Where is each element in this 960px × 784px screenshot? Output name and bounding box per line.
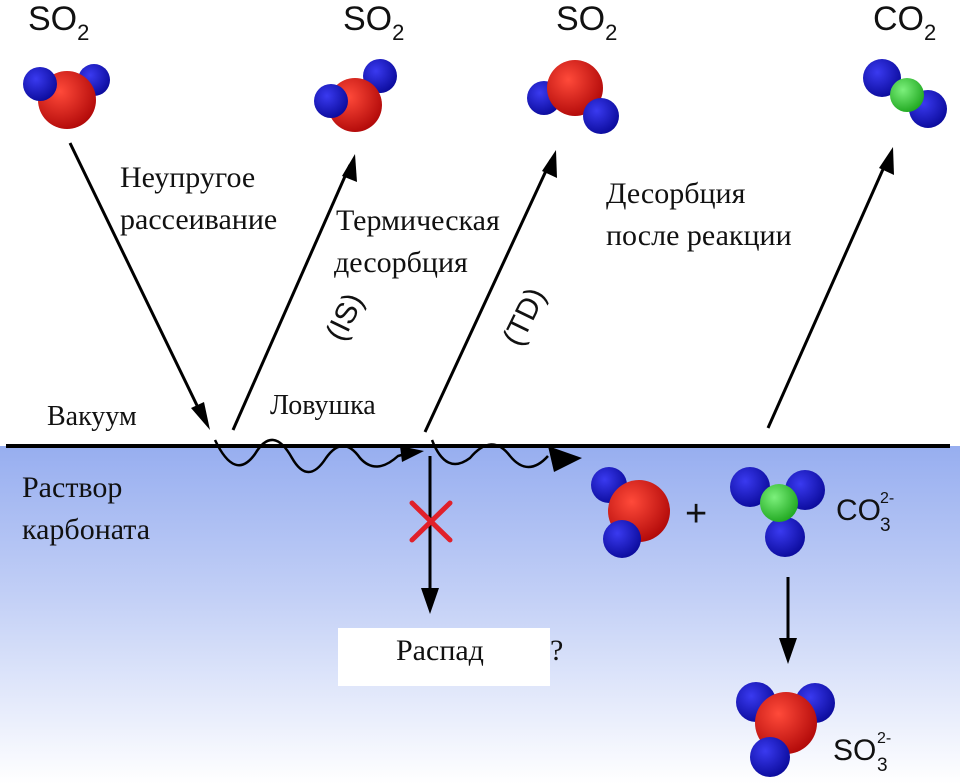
plus-sign: + xyxy=(685,493,707,535)
td-label: (TD) xyxy=(497,283,553,351)
inelastic-label-line1: Неупругое xyxy=(120,161,255,194)
decay-arrowhead xyxy=(421,588,439,614)
thermal-label-line2: десорбция xyxy=(334,246,468,279)
reaction-arrowhead xyxy=(779,638,797,664)
so3-subscript: 3 xyxy=(877,755,888,776)
is-arrowhead xyxy=(342,154,357,182)
so3-charge: 2- xyxy=(877,730,891,747)
so2-formula-2: SO2 xyxy=(343,0,404,45)
co3-subscript: 3 xyxy=(880,515,891,536)
co3-formula: CO xyxy=(836,494,881,527)
incoming-arrowhead xyxy=(191,402,210,430)
is-label: (IS) xyxy=(320,288,371,346)
incoming-arrow xyxy=(68,142,207,423)
trap-wave-right-head xyxy=(548,446,582,472)
co3-charge: 2- xyxy=(880,490,894,507)
so2-formula-1: SO2 xyxy=(28,0,89,45)
decay-label-box xyxy=(338,628,550,686)
blocked-cross-icon xyxy=(409,500,453,543)
trap-wave-left xyxy=(213,438,413,474)
so2-molecule-td xyxy=(527,60,619,134)
decay-label: Распад xyxy=(396,634,484,667)
vacuum-label: Вакуум xyxy=(47,401,137,432)
is-arrow xyxy=(231,164,352,431)
desorption-label-line2: после реакции xyxy=(606,219,792,252)
trap-wave-right xyxy=(430,439,549,469)
so2-molecule-solution xyxy=(591,467,670,558)
trap-label: Ловушка xyxy=(270,390,376,421)
co2-formula: CO2 xyxy=(873,0,936,45)
thermal-label-line1: Термическая xyxy=(336,204,500,237)
solution-label-line2: карбоната xyxy=(22,513,150,546)
so3-molecule xyxy=(736,682,835,777)
trap-wave-left-head xyxy=(400,446,424,462)
so3-formula: SO xyxy=(833,734,876,767)
solution-label-line1: Раствор xyxy=(22,471,122,504)
inelastic-label-line2: рассеивание xyxy=(120,203,277,236)
desorption-arrowhead xyxy=(879,147,894,175)
desorption-label-line1: Десорбция xyxy=(606,177,746,210)
so2-molecule-incoming xyxy=(23,64,110,129)
co3-molecule xyxy=(730,467,825,557)
decay-question-mark: ? xyxy=(550,634,563,667)
td-arrowhead xyxy=(542,150,557,178)
so2-formula-3: SO2 xyxy=(556,0,617,45)
so2-molecule-is xyxy=(314,59,397,132)
co2-molecule xyxy=(863,59,947,128)
td-arrow xyxy=(423,159,553,433)
desorption-arrow xyxy=(766,157,890,429)
